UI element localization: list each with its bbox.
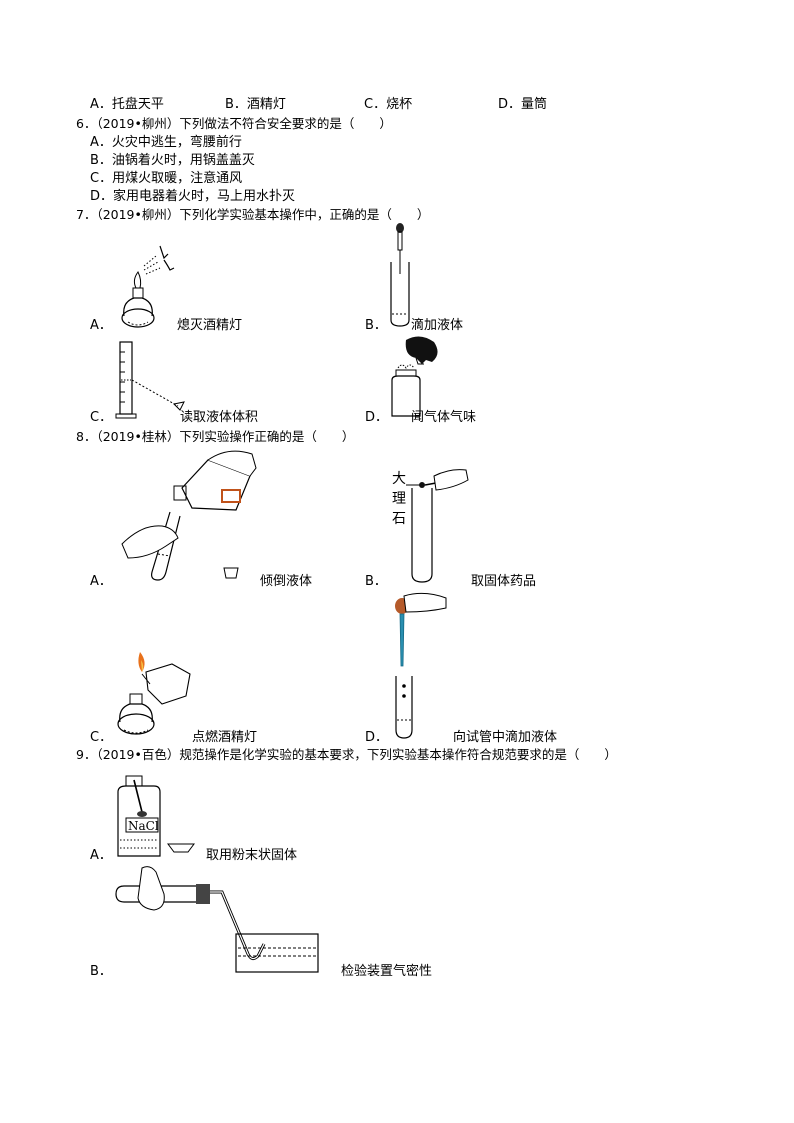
q8-c-figure	[112, 650, 192, 738]
q9-a-letter: A．	[90, 848, 112, 863]
q5-option-d: D．量筒	[498, 97, 548, 112]
q9-b-figure	[114, 864, 324, 978]
q6-option-a: A．火灾中逃生，弯腰前行	[90, 135, 242, 150]
q8-a-caption: 倾倒液体	[260, 574, 313, 589]
q5-option-a: A．托盘天平	[90, 97, 164, 112]
q7-a-caption: 熄灭酒精灯	[177, 318, 243, 333]
q8-c-letter: C．	[90, 730, 113, 745]
q9-b-caption: 检验装置气密性	[341, 964, 433, 979]
q8-a-letter: A．	[90, 574, 112, 589]
q7-c-figure	[114, 340, 190, 420]
q6-stem: 6．（2019•柳州）下列做法不符合安全要求的是（ ）	[76, 116, 392, 131]
q8-d-caption: 向试管中滴加液体	[453, 730, 558, 745]
q8-a-figure	[118, 446, 268, 584]
q5-option-b: B．酒精灯	[225, 97, 286, 112]
q8-b-marble-label-1: 大	[392, 471, 406, 487]
q6-option-c: C．用煤火取暖，注意通风	[90, 171, 243, 186]
q8-b-caption: 取固体药品	[471, 574, 537, 589]
q7-a-figure	[114, 240, 184, 332]
q7-d-letter: D．	[365, 410, 389, 425]
q7-b-letter: B．	[365, 318, 387, 333]
q7-b-figure	[388, 222, 412, 330]
q9-a-figure	[114, 774, 200, 860]
q7-b-caption: 滴加液体	[411, 318, 464, 333]
q7-c-caption: 读取液体体积	[180, 410, 259, 425]
q9-stem: 9．（2019•百色）规范操作是化学实验的基本要求，下列实验基本操作符合规范要求…	[76, 747, 617, 762]
q7-c-letter: C．	[90, 410, 113, 425]
q7-a-letter: A．	[90, 318, 112, 333]
q8-stem: 8．（2019•桂林）下列实验操作正确的是（ ）	[76, 429, 355, 444]
q7-stem: 7．（2019•柳州）下列化学实验基本操作中，正确的是（ ）	[76, 207, 430, 222]
q5-option-c: C．烧杯	[364, 97, 413, 112]
q8-b-letter: B．	[365, 574, 387, 589]
q8-d-figure	[390, 590, 450, 742]
q6-option-b: B．油锅着火时，用锅盖盖灭	[90, 153, 255, 168]
q9-a-bottle-label: NaCl	[128, 819, 159, 833]
q7-d-caption: 闻气体气味	[411, 410, 477, 425]
q8-b-marble-label-3: 石	[392, 511, 406, 527]
q9-a-caption: 取用粉末状固体	[206, 848, 298, 863]
q8-b-figure	[406, 458, 472, 584]
q7-d-figure	[388, 334, 448, 420]
q6-option-d: D．家用电器着火时，马上用水扑灭	[90, 189, 296, 204]
q9-b-letter: B．	[90, 964, 112, 979]
q8-b-marble-label-2: 理	[392, 491, 406, 507]
q8-d-letter: D．	[365, 730, 389, 745]
q8-c-caption: 点燃酒精灯	[192, 730, 258, 745]
